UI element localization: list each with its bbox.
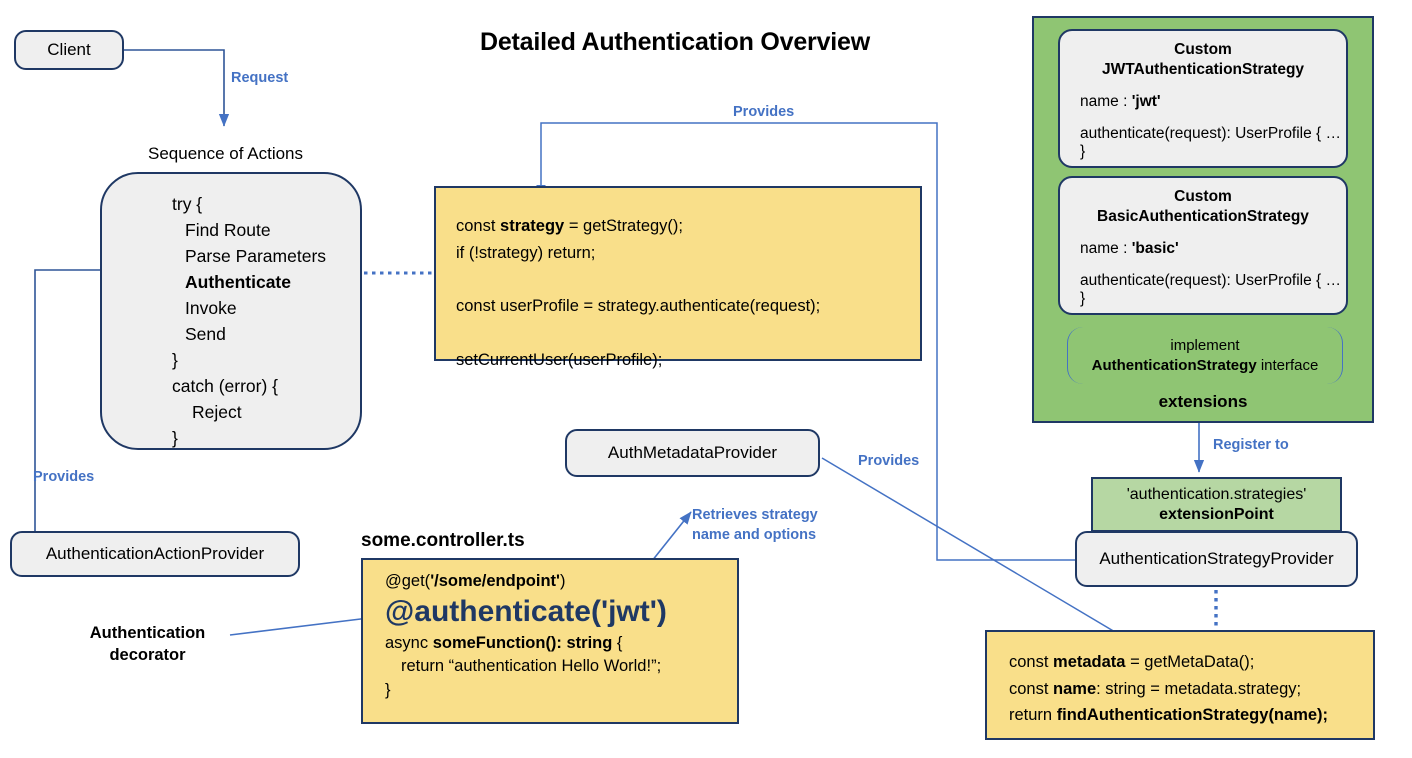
node-client-label: Client [47,40,91,59]
code-line-authenticate-decorator[interactable]: @authenticate('jwt') [385,595,667,629]
code-line: const userProfile = strategy.authenticat… [456,297,821,316]
strategy-card-title: Custom JWTAuthenticationStrategy [1060,31,1346,79]
code-text: ) [559,572,566,590]
code-line-blank [456,266,920,293]
sequence-step-list: try { Find Route Parse Parameters Authen… [102,174,360,452]
implements-line2: AuthenticationStrategy interface [1092,356,1319,376]
page-title: Detailed Authentication Overview [480,28,870,56]
node-authentication-action-provider[interactable]: AuthenticationActionProvider [10,531,300,577]
sequence-step: try { [172,194,203,214]
strategy-title-line2: BasicAuthenticationStrategy [1097,207,1309,225]
code-line: const strategy = getStrategy(); [456,213,920,240]
edge-client-to-sequence [123,49,230,127]
edge-label-request: Request [231,70,289,86]
strategy-name-value: 'jwt' [1131,93,1161,111]
strategy-name-label: name : [1080,240,1132,258]
code-line-blank [456,320,920,347]
extensions-caption: extensions [1158,392,1248,411]
strategy-name-label: name : [1080,93,1132,111]
code-text: const [456,217,501,235]
annotation-authentication-decorator: Authentication decorator [50,622,245,667]
retrieves-line1: Retrieves strategy [692,507,818,523]
extension-point-name: 'authentication.strategies' [1126,485,1307,503]
extension-point-kind: extensionPoint [1159,505,1274,523]
retrieves-line2: name and options [692,526,818,546]
strategy-name-row: name : 'basic' [1060,226,1346,258]
code-line-function: async someFunction(): string { [385,632,737,655]
code-line-get: @get('/some/endpoint') [385,570,737,593]
node-auth-metadata-provider[interactable]: AuthMetadataProvider [565,429,820,477]
strategy-card-jwt[interactable]: Custom JWTAuthenticationStrategy name : … [1058,29,1348,168]
code-route-path: '/some/endpoint' [430,572,560,590]
code-line: const metadata = getMetaData(); [1009,649,1373,676]
sequence-step: Parse Parameters [185,245,327,266]
strategy-title-line1: Custom [1174,188,1232,205]
code-text: = getMetaData(); [1125,653,1255,671]
edge-label-provides-top: Provides [733,104,795,120]
code-line: const name: string = metadata.strategy; [1009,676,1373,703]
node-metadata-provider-label: AuthMetadataProvider [607,443,778,462]
edge-label-provides-left: Provides [33,469,95,485]
code-line-close: } [385,680,391,699]
sequence-of-actions-label: Sequence of Actions [148,144,304,163]
code-keyword: metadata [1053,653,1126,671]
sequence-step: Reject [192,401,242,422]
code-block-controller: @get('/some/endpoint') @authenticate('jw… [361,558,739,724]
code-line: return findAuthenticationStrategy(name); [1009,702,1373,729]
code-block-find-strategy: const metadata = getMetaData(); const na… [985,630,1375,740]
implements-interface-name: AuthenticationStrategy [1091,356,1257,374]
retrieves-keyword: name [692,526,730,543]
code-text: @get( [385,572,431,590]
strategy-card-basic[interactable]: Custom BasicAuthenticationStrategy name … [1058,176,1348,315]
edge-label-provides-right: Provides [858,453,920,469]
strategy-method-row: authenticate(request): UserProfile { … } [1080,272,1342,308]
code-text: async [385,633,433,652]
strategy-card-title: Custom BasicAuthenticationStrategy [1060,178,1346,226]
code-text: const [1009,679,1054,698]
node-client[interactable]: Client [14,30,124,70]
code-text: = getStrategy(); [564,217,683,235]
implements-suffix: interface [1256,356,1319,374]
code-line-return: return “authentication Hello World!”; [401,657,662,676]
code-block-strategy-flow: const strategy = getStrategy(); if (!str… [434,186,922,369]
strategy-method-row: authenticate(request): UserProfile { … } [1080,125,1342,161]
sequence-step: } [172,349,178,370]
sequence-step: catch (error) { [172,375,278,396]
edge-decorator-label-to-code [229,613,378,636]
implements-line1: implement [1170,337,1240,354]
annotation-line2: decorator [109,646,186,665]
node-strategy-provider-label: AuthenticationStrategyProvider [1099,549,1334,568]
strategy-name-row: name : 'jwt' [1060,79,1346,111]
retrieves-suffix: and options [729,526,817,543]
sequence-step: Send [185,323,226,344]
code-text: return [1009,706,1057,725]
controller-filename: some.controller.ts [361,530,525,551]
code-line: setCurrentUser(userProfile); [456,350,663,369]
code-keyword: findAuthenticationStrategy(name); [1056,706,1329,725]
code-line: if (!strategy) return; [456,243,596,262]
strategy-title-line1: Custom [1174,41,1232,58]
sequence-step: } [172,427,178,448]
sequence-step: Invoke [185,297,237,318]
extensions-panel: Custom JWTAuthenticationStrategy name : … [1032,16,1374,423]
edge-label-retrieves-strategy: Retrieves strategy name and options [692,506,818,545]
code-function-signature: someFunction(): string [432,633,613,652]
code-keyword: name [1053,679,1097,698]
code-text: const [1009,653,1054,671]
node-action-provider-label: AuthenticationActionProvider [45,544,265,563]
sequence-step-authenticate: Authenticate [185,271,291,292]
node-extension-point[interactable]: 'authentication.strategies' extensionPoi… [1091,477,1342,532]
node-authentication-strategy-provider[interactable]: AuthenticationStrategyProvider [1075,531,1358,587]
strategy-title-line2: JWTAuthenticationStrategy [1101,60,1305,78]
code-keyword: strategy [500,217,565,235]
implements-interface-note: implement AuthenticationStrategy interfa… [1067,327,1343,384]
sequence-of-actions-box: try { Find Route Parse Parameters Authen… [100,172,362,450]
sequence-step: Find Route [185,219,271,240]
edge-label-register-to: Register to [1213,437,1289,453]
code-text: { [612,633,623,652]
annotation-line1: Authentication [89,624,206,642]
code-text: : string = metadata.strategy; [1096,679,1302,698]
strategy-name-value: 'basic' [1131,240,1179,258]
